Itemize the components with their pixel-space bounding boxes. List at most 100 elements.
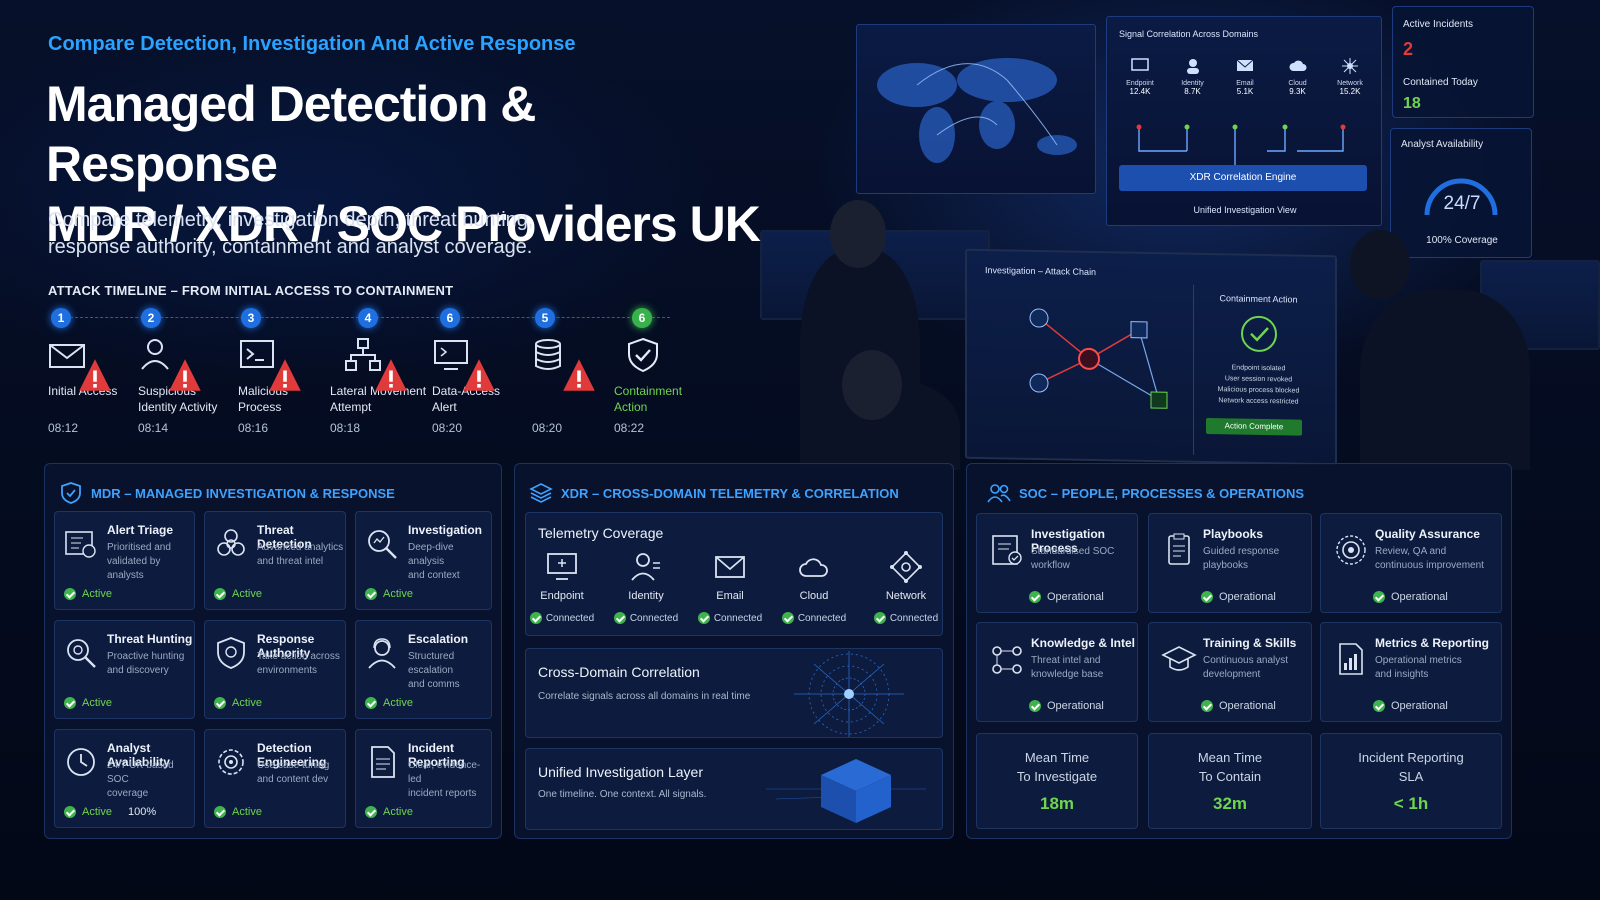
status-badge: Operational xyxy=(1373,591,1448,603)
crosshair-search-icon xyxy=(67,639,96,668)
database-icon xyxy=(535,339,561,370)
check-circle-icon xyxy=(1201,591,1213,603)
check-circle-icon xyxy=(873,612,886,624)
unified-investigation-card[interactable]: Unified Investigation Layer One timeline… xyxy=(525,748,943,830)
timeline-step-database[interactable]: 5 08:20 xyxy=(532,308,632,435)
right-analyst-head xyxy=(1350,230,1410,300)
check-circle-icon xyxy=(214,806,226,818)
signal-correlation-screen: Signal Correlation Across Domains Endpoi… xyxy=(1106,16,1382,226)
playbook-icon xyxy=(1168,533,1190,565)
check-circle-icon xyxy=(64,588,76,600)
cross-domain-correlation-card[interactable]: Cross-Domain Correlation Correlate signa… xyxy=(525,648,943,738)
signal-correlation-title: Signal Correlation Across Domains xyxy=(1119,29,1259,39)
contained-today-value: 18 xyxy=(1403,95,1421,112)
knowledge-network-icon xyxy=(992,646,1022,674)
front-analyst-head xyxy=(842,350,902,420)
check-circle-icon xyxy=(1029,591,1041,603)
check-circle-icon xyxy=(64,806,76,818)
soc-room-scene: Signal Correlation Across Domains Endpoi… xyxy=(760,0,1600,470)
graduation-cap-icon xyxy=(1161,646,1197,671)
shield-check-icon xyxy=(628,337,658,373)
check-circle-icon xyxy=(781,612,794,624)
status-badge: Active xyxy=(365,806,429,818)
check-circle-icon xyxy=(64,697,76,709)
check-circle-icon xyxy=(1373,591,1385,603)
check-circle-icon xyxy=(1201,700,1213,712)
endpoint-icon xyxy=(1131,58,1149,71)
headset-user-icon xyxy=(368,638,396,669)
check-circle-icon xyxy=(214,588,226,600)
analyst-availability-panel: Analyst Availability 24/7 100% Coverage xyxy=(1390,128,1532,258)
xdr-title: XDR – CROSS-DOMAIN TELEMETRY & CORRELATI… xyxy=(561,485,899,501)
attack-chain-graph xyxy=(1029,308,1168,409)
monitor-icon xyxy=(434,340,468,370)
check-circle-icon xyxy=(529,612,542,624)
check-circle-icon xyxy=(214,697,226,709)
biohazard-icon xyxy=(217,529,245,556)
magnifier-icon xyxy=(368,530,397,559)
check-circle-icon xyxy=(1241,315,1277,352)
shield-badge-icon xyxy=(217,637,245,669)
alert-triangle-icon xyxy=(79,359,111,391)
unified-view-label: Unified Investigation View xyxy=(1193,205,1297,215)
check-circle-icon xyxy=(1373,700,1385,712)
check-circle-icon xyxy=(365,588,377,600)
network-tree-icon xyxy=(345,338,381,371)
attack-chain-monitor: Investigation – Attack Chain Containment… xyxy=(965,248,1337,466)
clock-icon xyxy=(67,748,95,776)
list-check-icon xyxy=(65,531,96,558)
user-icon xyxy=(141,339,169,370)
action-complete-button[interactable]: Action Complete xyxy=(1206,417,1302,436)
layer-cube-icon xyxy=(766,759,926,823)
clipboard-process-icon xyxy=(992,535,1022,565)
terminal-icon xyxy=(240,340,274,368)
identity-icon xyxy=(1186,59,1199,74)
status-badge: Active xyxy=(214,806,278,818)
check-circle-icon xyxy=(365,806,377,818)
check-circle-icon xyxy=(365,697,377,709)
active-incidents-value: 2 xyxy=(1403,39,1414,59)
timeline-step-initial-access[interactable]: 1 Initial Access 08:12 xyxy=(48,308,148,435)
world-map-screen xyxy=(856,24,1096,194)
world-map-icon xyxy=(877,58,1077,163)
gear-target-icon xyxy=(218,749,244,775)
check-circle-icon xyxy=(613,612,626,624)
page-sublabel: Compare Detection, Investigation And Act… xyxy=(48,33,576,55)
status-badge: Operational xyxy=(1029,700,1104,712)
status-badge: Active xyxy=(365,697,429,709)
